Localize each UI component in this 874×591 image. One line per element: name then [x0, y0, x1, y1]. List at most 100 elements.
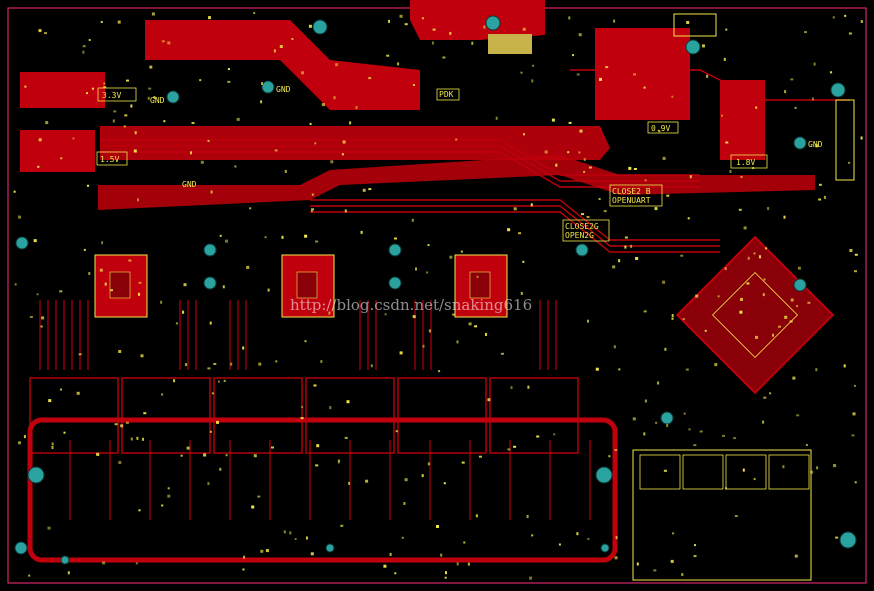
component-pad — [216, 420, 219, 424]
component-pad — [279, 45, 283, 48]
component-pad — [306, 536, 308, 540]
phy-chips — [94, 254, 508, 318]
close-open-label-2b: OPEN2G — [565, 231, 594, 240]
component-pad — [755, 335, 758, 339]
component-pad — [456, 562, 459, 566]
component-pad — [832, 16, 835, 19]
component-pad — [613, 19, 616, 23]
component-pad — [253, 454, 257, 458]
component-pad — [82, 45, 86, 48]
component-pad — [104, 282, 107, 286]
component-pad — [265, 549, 269, 553]
component-pad — [526, 515, 529, 518]
component-pad — [551, 118, 555, 122]
component-pad — [844, 14, 847, 17]
component-pad — [365, 479, 369, 483]
component-pad — [136, 436, 139, 440]
component-pad — [149, 65, 153, 69]
component-pad — [386, 54, 390, 57]
component-pad — [301, 406, 304, 409]
component-pad — [739, 310, 743, 314]
component-pad — [612, 265, 616, 269]
component-pad — [313, 384, 317, 387]
component-pad — [849, 249, 853, 252]
component-pad — [125, 421, 129, 424]
component-pad — [695, 294, 699, 298]
component-pad — [421, 17, 424, 20]
component-pad — [383, 564, 387, 568]
component-pad — [460, 250, 463, 253]
component-pad — [200, 160, 204, 164]
component-pad — [273, 49, 276, 53]
component-pad — [260, 100, 263, 104]
component-pad — [633, 73, 636, 76]
component-pad — [729, 170, 732, 173]
component-pad — [316, 444, 320, 448]
component-pad — [717, 295, 720, 298]
component-pad — [689, 175, 692, 179]
component-pad — [44, 32, 47, 35]
component-pad — [778, 325, 781, 328]
component-pad — [300, 417, 304, 420]
component-pad — [368, 188, 372, 191]
component-pad — [18, 215, 21, 219]
component-pad — [769, 392, 772, 395]
component-pad — [794, 106, 797, 109]
component-pad — [99, 268, 103, 272]
component-pad — [426, 271, 429, 274]
component-pad — [632, 417, 636, 421]
component-pad — [102, 561, 106, 565]
component-pad — [138, 292, 140, 296]
component-pad — [130, 437, 133, 441]
component-pad — [680, 254, 684, 257]
component-pad — [635, 257, 639, 260]
component-pad — [653, 569, 657, 572]
component-pad — [218, 380, 220, 383]
component-pad — [112, 119, 115, 123]
component-pad — [630, 244, 633, 248]
component-pad — [655, 421, 658, 424]
component-pad — [699, 430, 703, 433]
component-pad — [60, 388, 62, 391]
component-pad — [643, 432, 646, 436]
component-pad — [191, 122, 195, 124]
component-pad — [101, 241, 104, 245]
component-pad — [759, 255, 761, 259]
component-pad — [389, 552, 392, 556]
component-pad — [816, 466, 819, 470]
component-pad — [583, 170, 586, 173]
component-pad — [463, 541, 466, 544]
component-pad — [87, 184, 89, 187]
component-pad — [128, 259, 132, 262]
rail-3v3-label: 3.3V — [102, 91, 121, 100]
component-pad — [153, 96, 156, 99]
component-pad — [449, 255, 453, 259]
component-pad — [662, 156, 666, 160]
component-pad — [527, 385, 530, 389]
component-pad — [289, 531, 292, 535]
component-pad — [260, 549, 264, 553]
component-pad — [583, 158, 586, 162]
component-pad — [222, 285, 225, 289]
component-pad — [47, 526, 51, 530]
component-pad — [167, 41, 171, 45]
component-pad — [242, 346, 245, 350]
silkscreen-boxes — [96, 87, 768, 242]
component-pad — [86, 92, 88, 95]
component-pad — [346, 400, 350, 404]
component-pad — [657, 381, 660, 385]
component-pad — [624, 236, 628, 239]
component-pad — [588, 166, 592, 169]
component-pad — [284, 169, 287, 173]
component-pad — [671, 314, 674, 318]
component-pad — [100, 21, 103, 23]
component-pad — [59, 290, 63, 293]
component-pad — [671, 95, 674, 98]
component-pad — [658, 130, 661, 133]
component-pad — [813, 62, 816, 66]
component-pad — [395, 430, 398, 433]
component-pad — [243, 555, 246, 559]
component-pad — [742, 468, 745, 472]
component-pad — [796, 414, 800, 417]
